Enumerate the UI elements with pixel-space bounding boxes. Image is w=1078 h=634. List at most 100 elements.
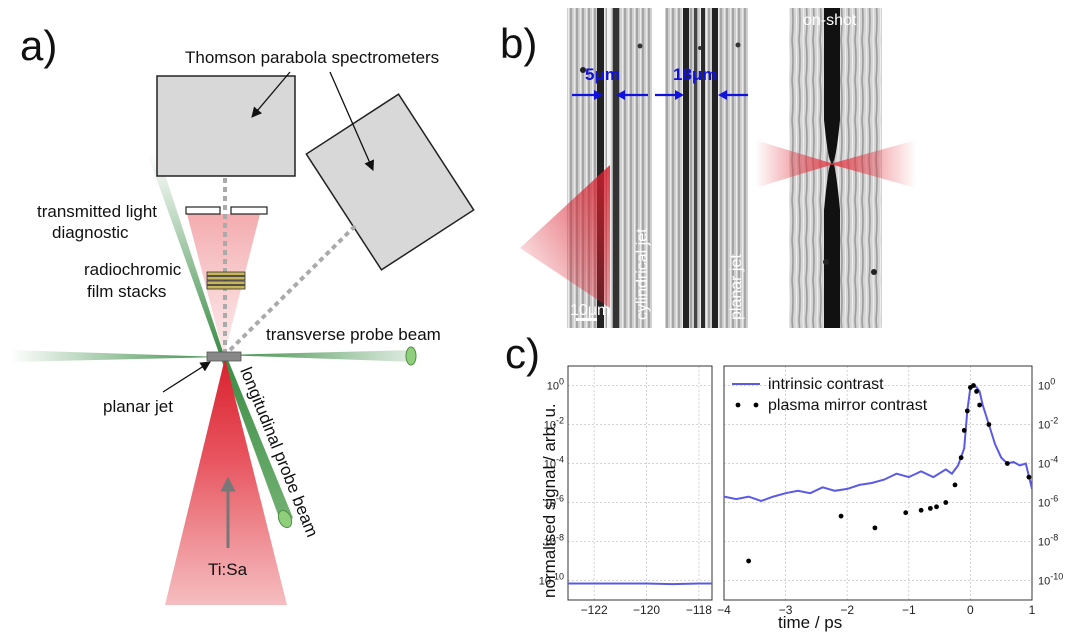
- red-beam-on-shot-left: [755, 140, 834, 188]
- x-ticks-left: −122 −120 −118: [581, 603, 713, 617]
- plasma-point: [952, 482, 958, 488]
- x-tick-label-right: −2: [840, 603, 854, 617]
- image-planar-jet: [665, 8, 748, 328]
- radiochromic-label-line1: radiochromic: [84, 260, 182, 279]
- legend-intrinsic-label: intrinsic contrast: [768, 376, 884, 393]
- y-tick-label-right: 100: [1038, 377, 1055, 393]
- arrow-to-box-1: [251, 71, 291, 118]
- y-tick-label-left: 10-4: [544, 455, 564, 471]
- diagnostic-plate-right: [230, 206, 268, 215]
- x-axis-label: time / ps: [778, 613, 842, 632]
- red-beam-cylindrical: [520, 165, 610, 308]
- width-arrowhead-planar-right: [718, 90, 727, 100]
- panel-a: a) Thom: [10, 22, 475, 605]
- y-tick-label-right: 10-8: [1038, 533, 1058, 549]
- y-tick-label-right: 10-10: [1038, 572, 1063, 588]
- green-beam-transverse-right: [222, 350, 415, 362]
- legend-plasma-dot-2: [753, 402, 759, 408]
- scale-bar: [576, 318, 597, 321]
- planar-jet-target: [206, 351, 242, 362]
- legend: intrinsic contrast plasma mirror contras…: [732, 376, 928, 414]
- plasma-point: [974, 388, 979, 394]
- transmitted-cone: [187, 214, 260, 356]
- green-beam-transverse-left: [10, 350, 222, 362]
- transverse-label: transverse probe beam: [266, 325, 441, 344]
- green-beam-longitudinal: [220, 355, 293, 523]
- cylindrical-jet-label: cylindrical jet: [634, 228, 651, 320]
- x-tick-label-right: −3: [779, 603, 793, 617]
- x-tick-label-right: 1: [1029, 603, 1036, 617]
- legend-plasma-dot-1: [735, 402, 741, 408]
- width-arrowhead-cyl-left: [594, 90, 603, 100]
- diagnostic-plate-left: [185, 206, 221, 215]
- plasma-point: [872, 525, 878, 531]
- spectrometer-box-2: [305, 93, 475, 271]
- panel-c-label: c): [505, 330, 540, 377]
- arrow-to-planar-jet: [162, 361, 211, 393]
- series-intrinsic-left: [568, 582, 712, 586]
- tisa-label: Ti:Sa: [208, 560, 248, 579]
- x-tick-label-right: 0: [967, 603, 974, 617]
- plasma-point: [964, 408, 970, 414]
- y-tick-label-right: 10-6: [1038, 494, 1058, 510]
- panel-b: b) 5: [500, 8, 916, 328]
- transmitted-label-line1: transmitted light: [37, 202, 157, 221]
- x-tick-label-left: −120: [633, 603, 660, 617]
- series-intrinsic-right: [724, 384, 1032, 503]
- plasma-point: [746, 558, 752, 564]
- series-plasma-points: [746, 383, 1032, 564]
- on-shot-label: on-shot: [803, 12, 857, 29]
- plasma-point: [958, 455, 964, 461]
- film-stacks: [206, 271, 246, 290]
- panel-b-label: b): [500, 20, 537, 67]
- plasma-point: [838, 513, 844, 519]
- spectrometers-label: Thomson parabola spectrometers: [185, 48, 439, 67]
- plasma-point: [986, 422, 992, 427]
- width-label-planar: 18μm: [673, 65, 717, 84]
- planar-jet-image-label: planar jet: [728, 254, 745, 320]
- y-tick-label-left: 10-8: [544, 533, 564, 549]
- plasma-point: [977, 402, 983, 408]
- planar-jet-label: planar jet: [103, 397, 173, 416]
- axes-left-frame: [567, 365, 713, 601]
- longitudinal-beam-end: [277, 509, 293, 529]
- plasma-point: [971, 383, 976, 388]
- x-tick-label-left: −122: [581, 603, 608, 617]
- plasma-point: [918, 507, 924, 513]
- x-ticks-right: −4 −3 −2 −1 0 1: [717, 603, 1036, 617]
- dotted-path-2: [226, 224, 357, 354]
- panel-a-label: a): [20, 22, 57, 69]
- y-axis-label: normalised signal / arb. u.: [540, 403, 559, 598]
- plasma-point: [1026, 474, 1032, 480]
- red-beam-on-shot-right: [830, 140, 916, 188]
- scale-bar-label: 10μm: [570, 302, 610, 319]
- plasma-point: [961, 427, 967, 433]
- transmitted-label-line2: diagnostic: [52, 223, 129, 242]
- y-ticks-right: 100 10-2 10-4 10-6 10-8 10-10: [1038, 377, 1063, 588]
- green-beam-upper: [148, 153, 224, 356]
- transverse-beam-end: [405, 346, 417, 366]
- x-tick-label-right: −1: [902, 603, 916, 617]
- width-arrowhead-cyl-right: [616, 90, 625, 100]
- width-label-cylindrical: 5μm: [585, 65, 620, 84]
- arrow-to-box-2: [329, 71, 375, 171]
- plasma-point: [943, 500, 949, 505]
- y-tick-label-right: 10-2: [1038, 416, 1058, 432]
- axes-right-frame: [723, 365, 1033, 601]
- plasma-point: [1004, 461, 1010, 466]
- y-tick-label-right: 10-4: [1038, 455, 1058, 471]
- legend-plasma-label: plasma mirror contrast: [768, 397, 928, 414]
- x-tick-label-left: −118: [686, 603, 712, 617]
- y-tick-label-left: 10-6: [544, 494, 564, 510]
- plasma-point: [903, 510, 909, 516]
- plasma-point: [927, 505, 933, 511]
- x-tick-label-right: −4: [717, 603, 731, 617]
- width-arrowhead-planar-left: [675, 90, 684, 100]
- radiochromic-label-line2: film stacks: [87, 282, 166, 301]
- plasma-point: [934, 504, 939, 510]
- y-tick-label-left: 10-2: [544, 416, 564, 432]
- y-tick-label-left: 100: [547, 377, 564, 393]
